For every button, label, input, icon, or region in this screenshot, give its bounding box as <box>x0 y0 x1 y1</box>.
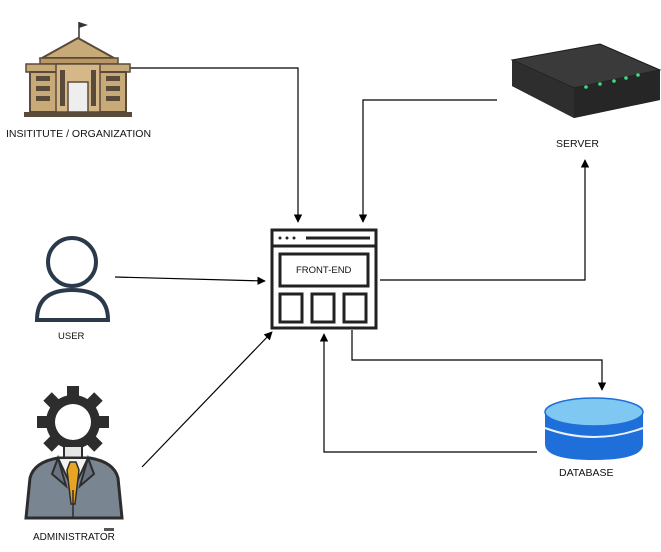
arrow-frontend-to-server <box>380 159 590 281</box>
arrow-admin-to-frontend <box>141 331 273 468</box>
user-label: USER <box>58 331 85 342</box>
admin-gear-person-icon <box>24 386 124 531</box>
administrator-label: ADMINISTRATOR <box>33 532 115 543</box>
arrow-frontend-to-database <box>351 330 607 391</box>
database-label: DATABASE <box>559 467 614 479</box>
server-router-icon <box>510 43 661 118</box>
institute-building-icon <box>24 22 132 117</box>
frontend-label: FRONT-END <box>296 265 352 276</box>
arrow-server-to-frontend <box>358 99 497 223</box>
browser-window-icon <box>270 228 378 330</box>
server-label: SERVER <box>556 138 599 150</box>
arrow-database-to-frontend <box>319 333 537 453</box>
arrow-user-to-frontend <box>114 276 266 285</box>
user-person-icon <box>34 236 111 322</box>
institute-label: INSITITUTE / ORGANIZATION <box>6 128 152 140</box>
database-cylinder-icon <box>544 397 644 460</box>
arrow-institute-to-frontend <box>130 67 303 223</box>
connectors <box>114 67 607 468</box>
